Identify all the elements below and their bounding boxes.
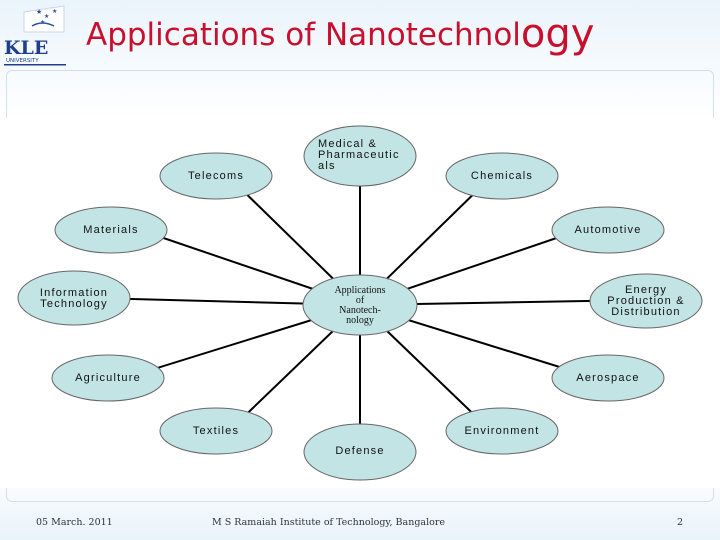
node-label-materials: Materials [83,224,139,236]
title-tail: ogy [520,11,595,57]
node-label-telecoms: Telecoms [187,170,245,182]
node-label-environment: Environment [464,425,540,437]
center-label: Applications of Nanotech- nology [334,285,386,326]
node-label-defense: Defense [335,445,385,457]
node-agriculture [51,354,165,402]
node-environment [445,407,559,455]
node-telecoms [159,152,273,200]
university-logo: ★ ★ ★ ★ KLE UNIVERSITY [4,5,66,66]
applications-diagram [17,125,703,481]
node-energy [589,273,703,329]
nodes [17,125,703,481]
node-label-agriculture: Agriculture [75,372,141,384]
svg-text:★: ★ [52,8,57,15]
slide-title: Applications of Nanotechnology [86,14,594,55]
node-label-energy: Energy Production & Distribution [607,284,685,318]
node-label-aerospace: Aerospace [576,372,640,384]
logo-subtext: UNIVERSITY [6,58,39,64]
node-center [302,274,418,336]
node-label-medical: Medical & Pharmaceutic als [318,139,400,169]
node-information [17,270,131,326]
node-automotive [551,206,665,254]
node-label-information: Information Technology [39,287,109,310]
node-label-chemicals: Chemicals [470,170,534,182]
node-medical [303,125,417,187]
footer-institute: M S Ramaiah Institute of Technology, Ban… [212,517,445,528]
logo-text: KLE [4,37,48,59]
svg-text:★: ★ [44,13,49,20]
title-main: Applications of Nanotechnol [86,17,521,53]
node-textiles [159,407,273,455]
node-label-textiles: Textiles [192,425,240,437]
node-materials [54,206,168,254]
page-number: 2 [677,517,684,528]
node-aerospace [551,354,665,402]
node-label-automotive: Automotive [574,224,642,236]
footer-date: 05 March. 2011 [36,517,113,528]
svg-text:★: ★ [36,8,42,16]
node-chemicals [445,152,559,200]
node-defense [303,423,417,481]
